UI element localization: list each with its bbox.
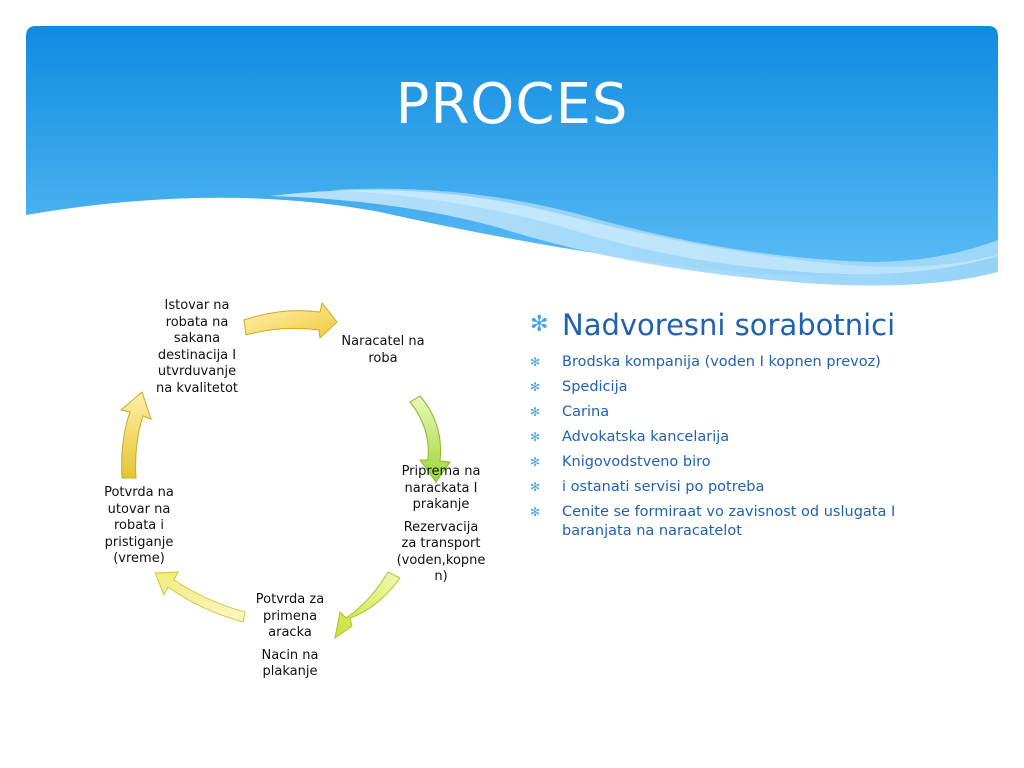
list-item-text: i ostanati servisi po potreba [562,479,765,495]
node-confirmation-loading: Potvrda na utovar na robata i pristiganj… [96,485,182,574]
node-importer: Naracatel na roba [330,334,436,373]
node-confirmation-receipt-subtext: Nacin na plakanje [261,647,319,680]
list-item: ✻ i ostanati servisi po potreba [530,478,910,497]
arrow-4-icon [154,571,246,623]
arrow-5-icon [119,391,152,479]
asterisk-icon: ✻ [530,405,541,419]
list-item-text: Spedicija [562,379,628,395]
list-item-text: Cenite se formiraat vo zavisnost od uslu… [562,504,896,539]
list-item: ✻ Spedicija [530,378,910,397]
collaborators-items: ✻ Brodska kompanija (voden I kopnen prevo… [530,353,910,541]
arrow-3-icon [334,571,401,640]
node-preparation-subtext: Rezervacija za transport (voden,kopne n) [396,519,486,585]
collaborators-list: ✻ Nadvoresni sorabotnici ✻ Brodska kompan… [530,305,910,547]
asterisk-icon: ✻ [530,355,541,369]
arrow-2-icon [409,395,451,483]
header-banner [26,26,998,286]
list-item: ✻ Carina [530,403,910,422]
asterisk-icon: ✻ [530,455,541,469]
list-item-text: Carina [562,404,610,420]
list-item: ✻ Brodska kompanija (voden I kopnen prevo… [530,353,910,372]
asterisk-icon: ✻ [530,505,541,519]
node-confirmation-receipt-text: Potvrda za primena aracka [255,592,325,640]
node-confirmation-receipt: Potvrda za primena aracka Nacin na plaka… [243,592,337,687]
asterisk-icon: ✻ [530,380,541,394]
node-confirmation-loading-text: Potvrda na utovar na robata i pristiganj… [104,485,174,566]
asterisk-icon: ✻ [530,430,541,444]
list-item: ✻ Knigovodstveno biro [530,453,910,472]
asterisk-icon: ✻ [530,312,549,337]
collaborators-heading: Nadvoresni sorabotnici [562,308,896,342]
list-item-text: Knigovodstveno biro [562,454,711,470]
node-unloading-text: Istovar na robata na sakana destinacija … [156,298,238,396]
list-item: ✻ Advokatska kancelarija [530,428,910,447]
slide-title: PROCES [395,72,629,137]
node-importer-text: Naracatel na roba [341,334,425,366]
collaborators-heading-row: ✻ Nadvoresni sorabotnici [530,305,910,345]
list-item-text: Brodska kompanija (voden I kopnen prevoz… [562,354,881,370]
node-preparation-text: Priprema na narackata I prakanje [401,464,481,512]
list-item-text: Advokatska kancelarija [562,429,730,445]
node-unloading: Istovar na robata na sakana destinacija … [150,298,244,403]
arrow-1-icon [243,301,338,340]
list-item: ✻ Cenite se formiraat vo zavisnost od usl… [530,503,910,541]
node-preparation: Priprema na narackata I prakanje Rezerva… [391,464,491,592]
asterisk-icon: ✻ [530,480,541,494]
